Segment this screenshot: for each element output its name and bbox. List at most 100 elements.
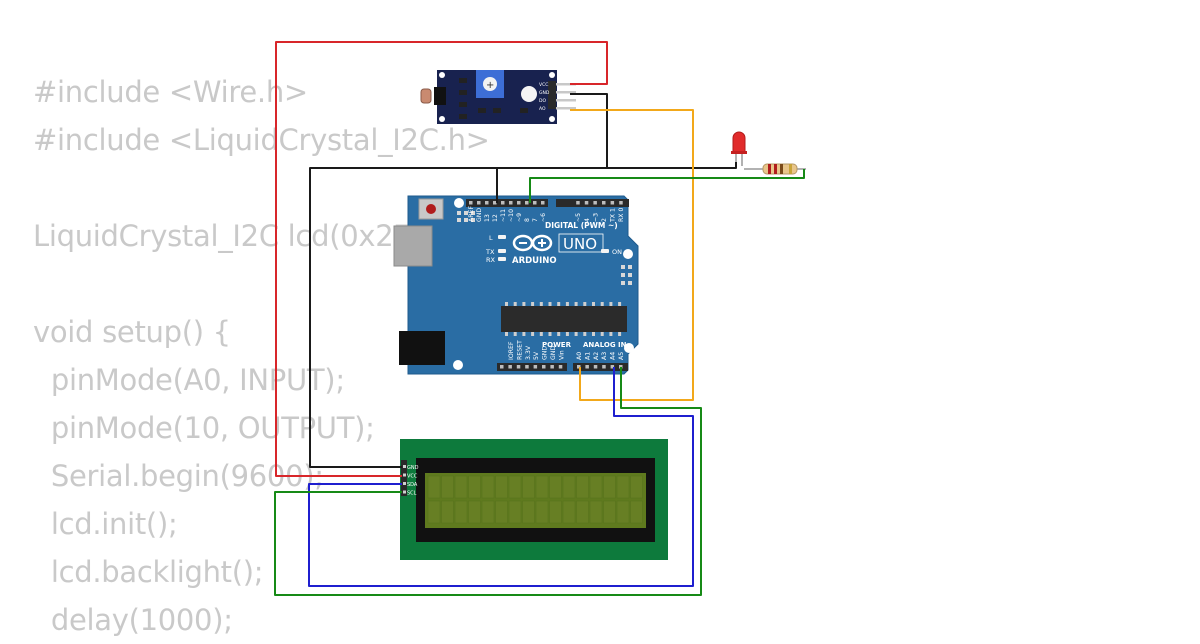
- wires: [274, 41, 805, 596]
- pin-hole[interactable]: [541, 201, 545, 205]
- lcd-pin-label: SCL: [407, 491, 417, 497]
- mounting-hole: [624, 343, 634, 353]
- red-led[interactable]: [731, 131, 747, 166]
- lcd-pin[interactable]: [403, 490, 406, 494]
- chip-pin: [565, 332, 569, 336]
- pin-hole[interactable]: [533, 365, 538, 369]
- pin-hole[interactable]: [577, 365, 581, 369]
- lcd-pin[interactable]: [403, 473, 406, 477]
- lcd-cell: [535, 500, 549, 524]
- pin-hole[interactable]: [619, 365, 623, 369]
- pin-hole[interactable]: [525, 365, 529, 369]
- lcd-cell: [616, 475, 630, 499]
- lcd-cell: [549, 500, 562, 524]
- chip-pin: [592, 332, 595, 336]
- digital-header: [556, 199, 629, 207]
- pin-hole[interactable]: [542, 365, 546, 369]
- wire-green[interactable]: [529, 169, 805, 203]
- wire-black[interactable]: [309, 93, 608, 468]
- digital-pin-label: 7: [532, 218, 539, 222]
- pin-hole[interactable]: [593, 201, 597, 205]
- pin-hole[interactable]: [585, 365, 589, 369]
- pin-hole[interactable]: [619, 201, 623, 205]
- component: [520, 108, 528, 113]
- arduino-logo-icon: [512, 234, 553, 252]
- pin-hole[interactable]: [509, 201, 513, 205]
- pin-hole[interactable]: [485, 201, 489, 205]
- pin-hole[interactable]: [508, 365, 512, 369]
- wire-black[interactable]: [607, 162, 737, 169]
- analog-pin-label: A3: [601, 352, 608, 360]
- lcd-character-cells: [427, 475, 643, 524]
- pin-hole[interactable]: [469, 201, 473, 205]
- pin-hole[interactable]: [501, 201, 505, 205]
- led-tx: [498, 249, 506, 253]
- led-icon: [732, 131, 746, 153]
- pin-hole[interactable]: [584, 201, 589, 205]
- pin-hole[interactable]: [493, 201, 497, 205]
- mounting-hole: [549, 72, 555, 78]
- lcd-pin-label: VCC: [407, 474, 418, 480]
- wire-green[interactable]: [274, 367, 702, 596]
- digital-pin-label: ~6: [540, 213, 547, 222]
- digital-pin-label: 8: [524, 218, 531, 222]
- pin-hole[interactable]: [516, 365, 521, 369]
- pin-hole[interactable]: [610, 365, 615, 369]
- code-line: pinMode(10, OUTPUT);: [33, 411, 375, 445]
- lcd-cell: [427, 475, 441, 499]
- led-rx-label: RX: [486, 256, 496, 264]
- pin-hole[interactable]: [533, 201, 537, 205]
- digital-pin-label: 13: [484, 214, 491, 222]
- resistor[interactable]: [744, 163, 806, 175]
- pin-hole[interactable]: [593, 365, 598, 369]
- reset-button-cap[interactable]: [426, 204, 436, 214]
- digital-pin-holes: [469, 201, 623, 205]
- pin-hole[interactable]: [602, 365, 606, 369]
- chip-pin: [557, 332, 561, 336]
- code-line: #include <Wire.h>: [33, 75, 308, 109]
- chip-pin: [513, 302, 517, 306]
- component: [459, 102, 467, 107]
- pin-hole[interactable]: [525, 201, 529, 205]
- chip-pin: [583, 332, 587, 336]
- microcontroller-chip: [501, 306, 627, 332]
- power-pin-label: 5V: [533, 351, 540, 360]
- code-line: lcd.backlight();: [33, 555, 264, 589]
- pin-hole[interactable]: [550, 365, 554, 369]
- wire-blue[interactable]: [308, 367, 694, 587]
- photoresistor-icon: [420, 88, 432, 104]
- lcd-cell: [522, 475, 535, 499]
- wire-orange[interactable]: [570, 109, 694, 401]
- lcd-cell: [549, 475, 562, 499]
- chip-pin: [522, 332, 526, 336]
- pin-hole[interactable]: [558, 365, 563, 369]
- potentiometer-knob-icon[interactable]: [483, 77, 497, 91]
- analog-pin-label: A5: [618, 352, 625, 360]
- lcd-pin[interactable]: [403, 465, 406, 468]
- pin-hole[interactable]: [477, 201, 481, 205]
- lcd-pin[interactable]: [403, 482, 406, 485]
- sensor-pin-label: GND: [539, 90, 550, 96]
- pin-hole[interactable]: [610, 201, 615, 205]
- potentiometer-cross: +: [486, 80, 494, 91]
- power-pin-label: GND: [550, 346, 557, 360]
- pin-hole[interactable]: [602, 201, 606, 205]
- lcd-pin-header: [401, 460, 407, 496]
- pin-hole[interactable]: [517, 201, 521, 205]
- lcd-cell: [454, 500, 468, 524]
- wire-red[interactable]: [275, 41, 608, 477]
- uno-model-label: UNO: [563, 235, 597, 253]
- analog-label: ANALOG IN: [583, 341, 627, 349]
- chip-pin: [583, 302, 587, 306]
- component: [459, 114, 467, 119]
- lcd-cell: [427, 500, 441, 524]
- lcd-cell: [495, 500, 508, 524]
- chip-pin: [609, 332, 613, 336]
- pin-hole[interactable]: [500, 365, 504, 369]
- pin-hole[interactable]: [576, 201, 580, 205]
- uno-label-frame: [558, 233, 604, 253]
